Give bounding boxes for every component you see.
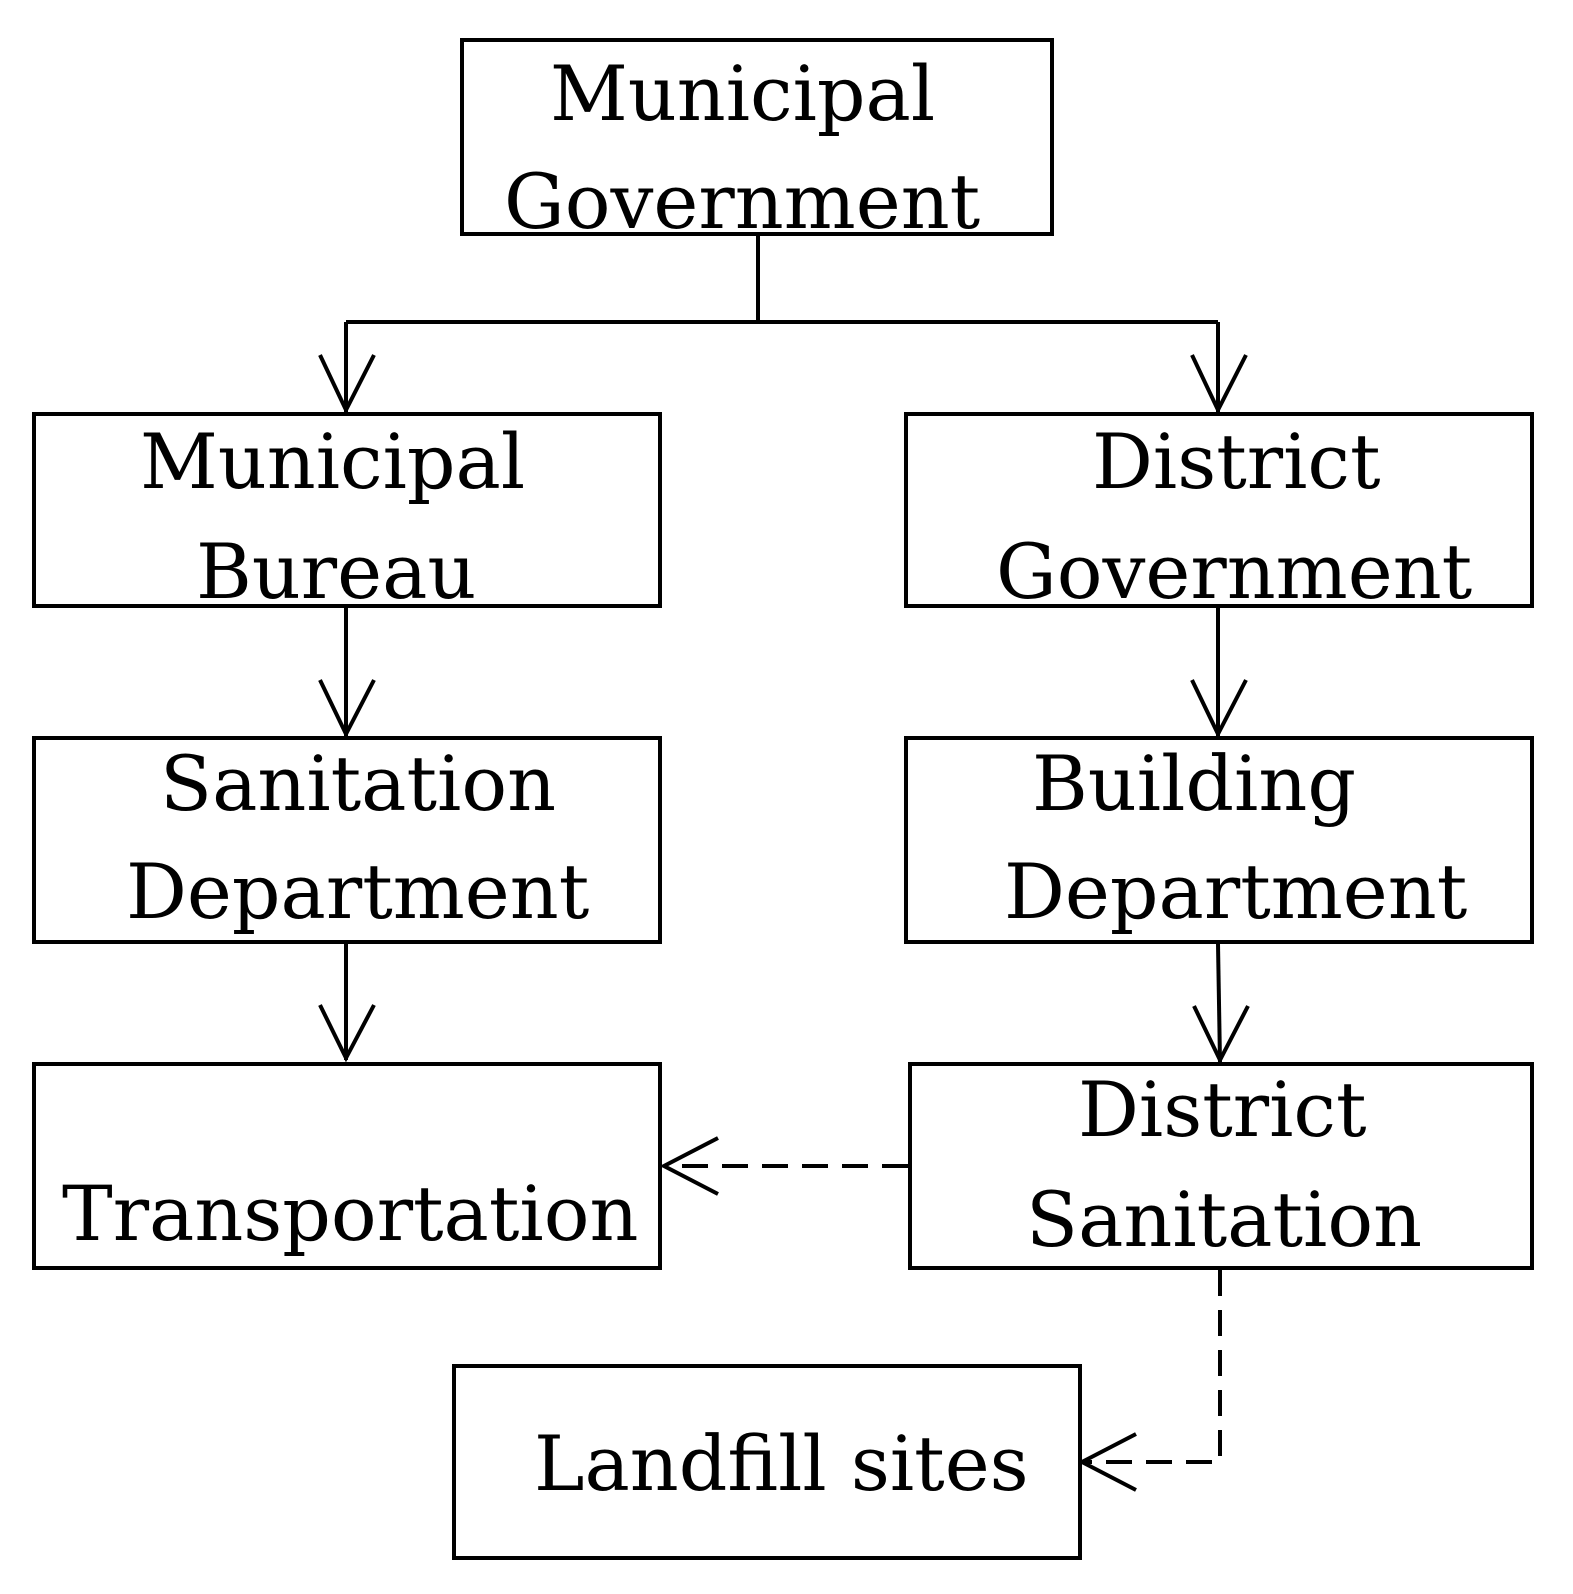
node-district-government: District Government bbox=[904, 412, 1534, 616]
node-municipal-bureau: Municipal Bureau bbox=[32, 412, 662, 616]
node-label-line-1: District bbox=[1092, 417, 1381, 506]
node-label-line-2: Bureau bbox=[196, 527, 477, 616]
arrowhead-building-dept bbox=[1190, 679, 1248, 739]
node-transportation: Transportation bbox=[32, 1062, 662, 1270]
node-label-line-2: Department bbox=[1004, 847, 1468, 936]
edge-municipal-government-trunk bbox=[346, 236, 1218, 324]
arrowhead-transportation-top bbox=[318, 1004, 376, 1063]
arrowhead-municipal-bureau bbox=[318, 354, 376, 415]
arrowhead-district-government bbox=[1190, 354, 1248, 415]
arrowhead-transportation-side bbox=[659, 1136, 719, 1196]
node-sanitation-department: Sanitation Department bbox=[32, 736, 662, 944]
arrowhead-landfill bbox=[1077, 1432, 1137, 1492]
node-label-line-2: Department bbox=[126, 847, 590, 936]
arrowhead-district-sanitation bbox=[1192, 1005, 1250, 1065]
node-label-line-1: Municipal bbox=[550, 49, 936, 138]
node-landfill-sites: Landfill sites bbox=[452, 1364, 1082, 1560]
node-municipal-government: Municipal Government bbox=[460, 38, 1054, 240]
edge-district-sanitation-to-landfill bbox=[1082, 1270, 1222, 1464]
node-label-line-1: Municipal bbox=[140, 417, 526, 506]
node-label-line-1: Building bbox=[1032, 739, 1356, 828]
node-label-line-1: Sanitation bbox=[160, 739, 557, 828]
node-building-department: Building Department bbox=[904, 736, 1534, 944]
node-label-line-1: Transportation bbox=[62, 1169, 639, 1258]
node-label-line-1: District bbox=[1078, 1065, 1367, 1154]
arrowhead-sanitation-dept bbox=[318, 679, 376, 739]
node-label-line-2: Sanitation bbox=[1026, 1175, 1423, 1264]
node-label-line-2: Government bbox=[504, 157, 981, 246]
node-label-line-1: Landfill sites bbox=[534, 1419, 1029, 1508]
node-district-sanitation: District Sanitation bbox=[908, 1062, 1534, 1270]
edge-building-dept-to-district-sanitation bbox=[1216, 943, 1222, 1063]
node-label-line-2: Government bbox=[996, 527, 1473, 616]
